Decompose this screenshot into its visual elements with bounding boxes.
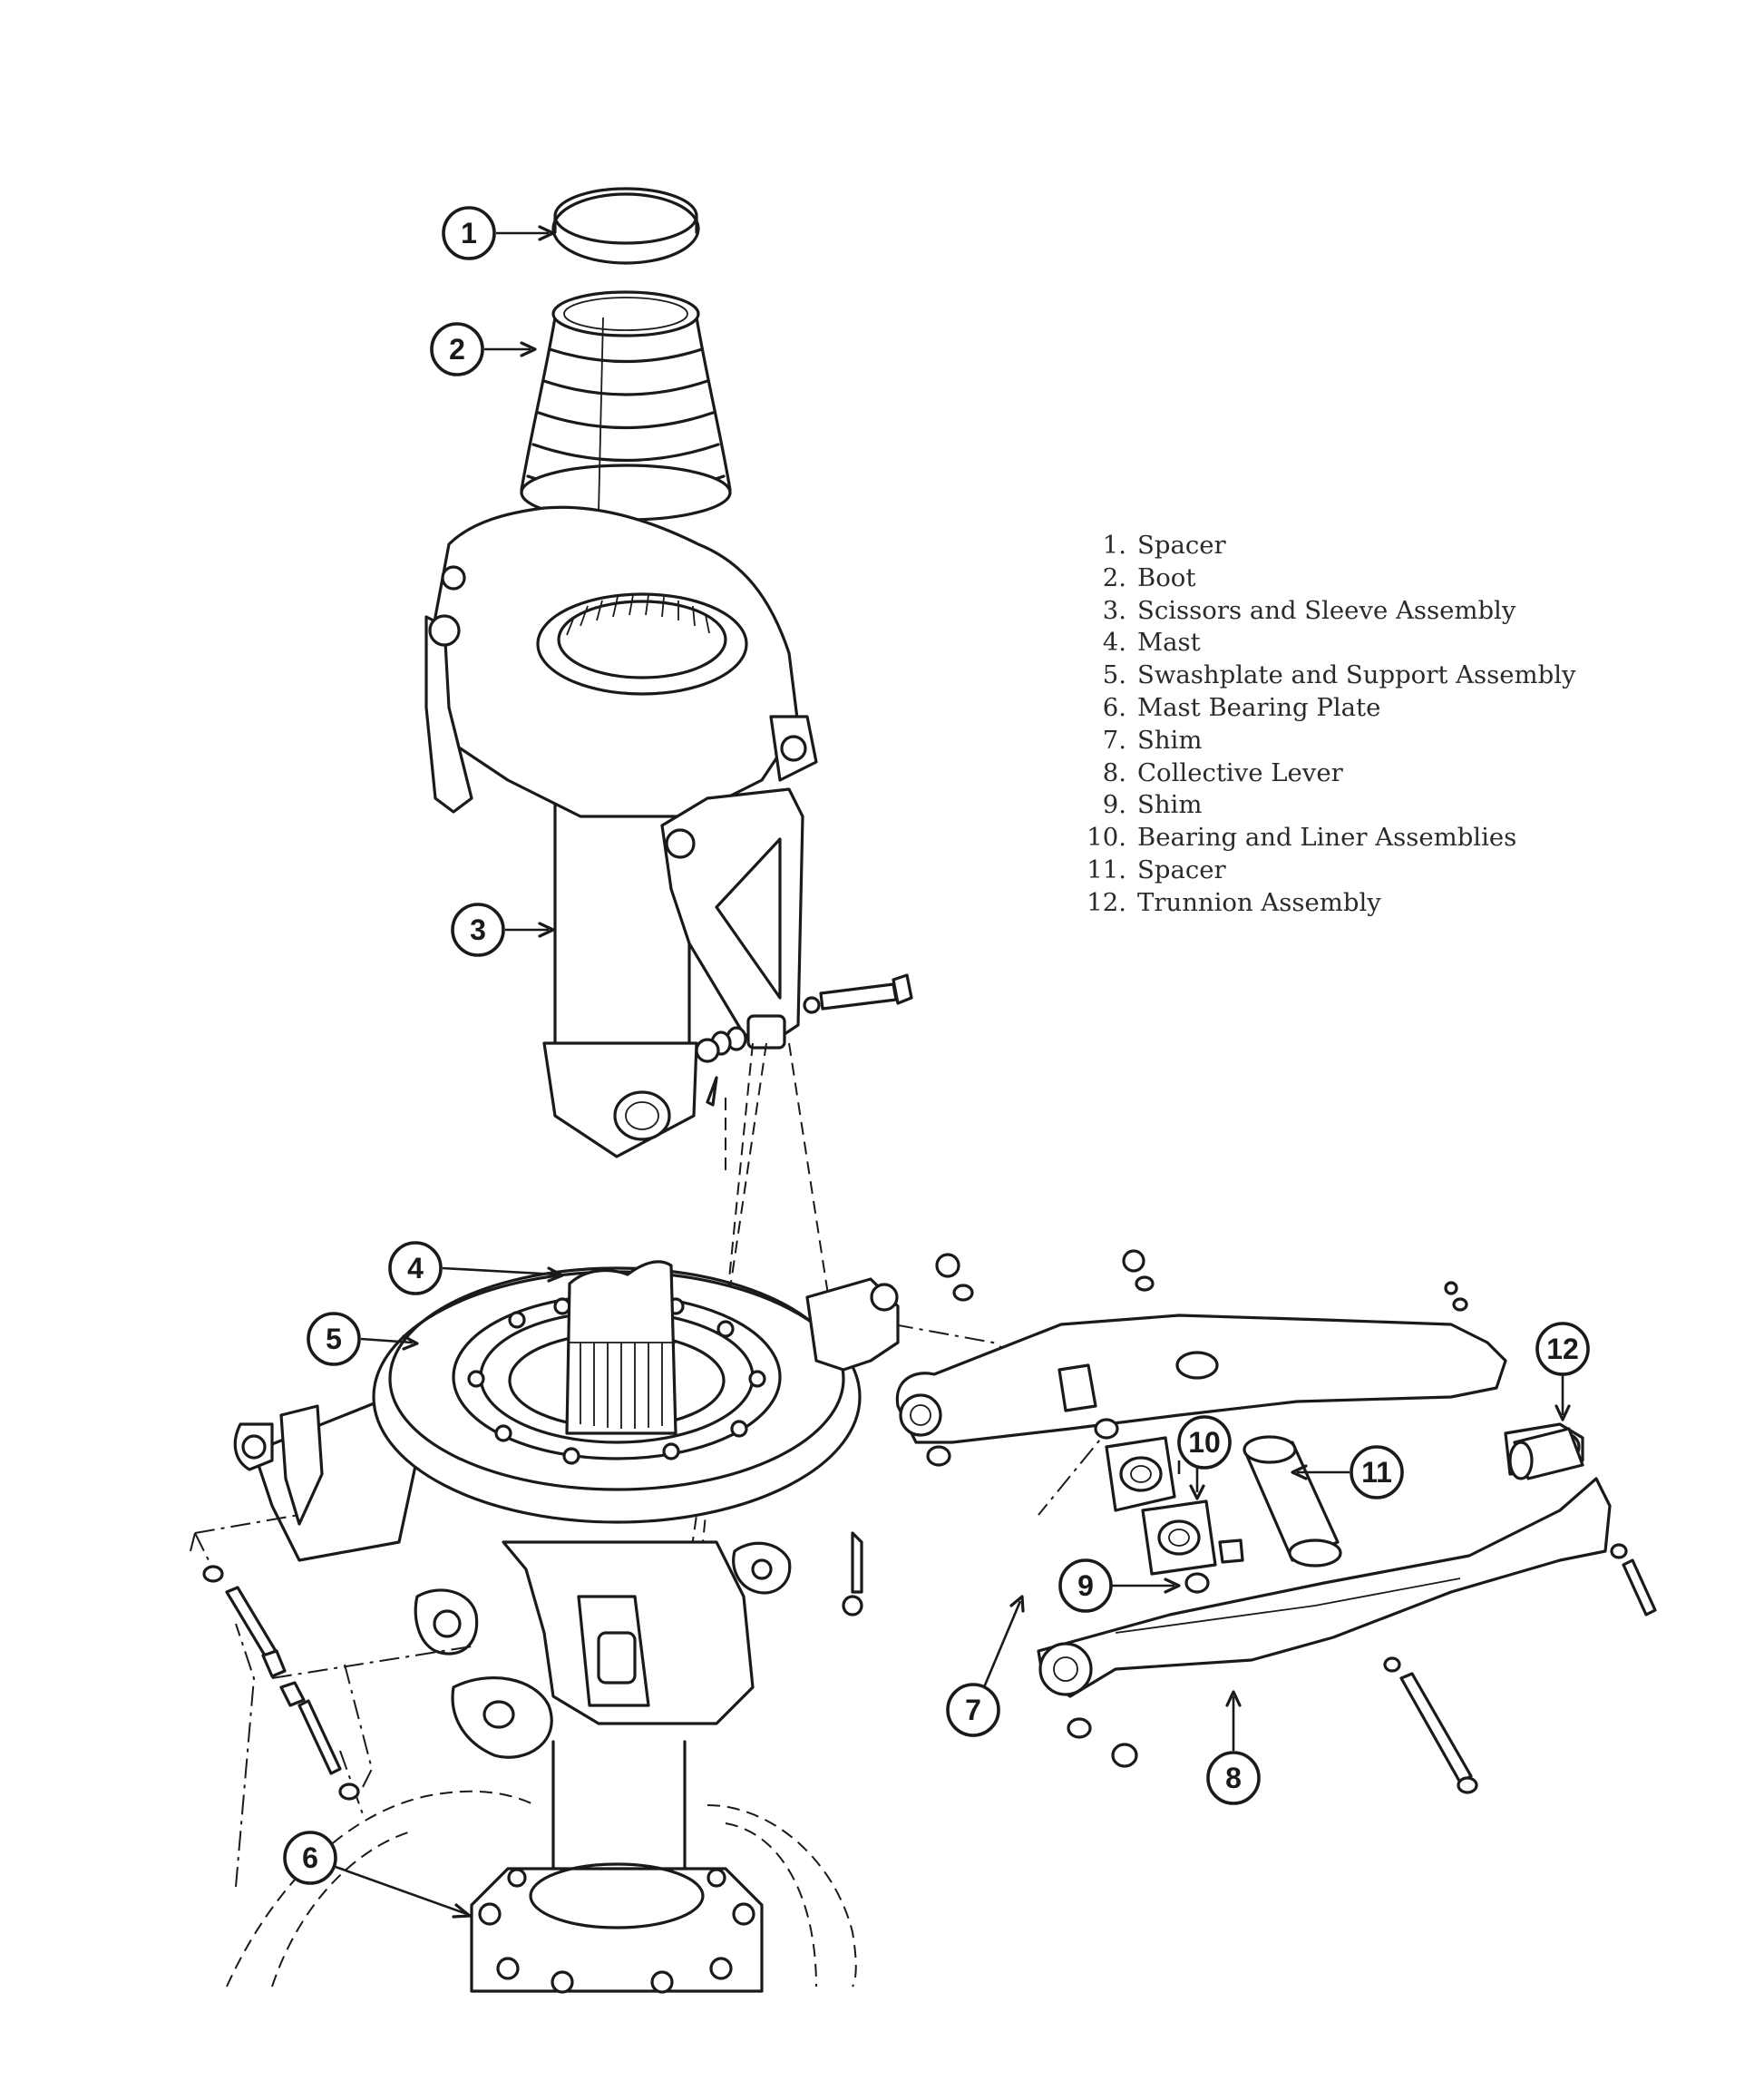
trunnion-assembly [1508, 1427, 1584, 1480]
mast-bearing-plate [226, 1790, 857, 1994]
svg-text:10: 10 [1188, 1426, 1221, 1459]
callout-4: 4 [388, 1241, 564, 1295]
collective-lever [842, 1249, 1657, 1794]
scissors-sleeve-assembly [424, 505, 913, 1158]
parts-legend: 1.Spacer 2.Boot 3.Scissors and Sleeve As… [1070, 530, 1576, 920]
legend-item: 5.Swashplate and Support Assembly [1102, 660, 1576, 690]
callout-2: 2 [430, 322, 537, 376]
svg-text:8: 8 [1225, 1762, 1242, 1794]
legend-item: 8.Collective Lever [1102, 757, 1343, 787]
left-hardware-stack [190, 1514, 473, 1888]
svg-text:7: 7 [965, 1694, 981, 1726]
legend-item: 11.Spacer [1087, 855, 1226, 884]
svg-text:2: 2 [449, 333, 465, 366]
legend-item: 6.Mast Bearing Plate [1102, 692, 1381, 722]
legend-item: 12.Trunnion Assembly [1087, 887, 1381, 917]
spacer-tube [1243, 1435, 1342, 1568]
legend-item: 2.Boot [1102, 562, 1196, 592]
callout-10: 10 [1177, 1415, 1232, 1500]
callout-9: 9 [1058, 1558, 1181, 1613]
legend-item: 3.Scissors and Sleeve Assembly [1102, 595, 1516, 625]
svg-text:6: 6 [302, 1841, 318, 1874]
callout-11: 11 [1291, 1445, 1404, 1499]
svg-text:1: 1 [461, 217, 477, 249]
legend-item: 10.Bearing and Liner Assemblies [1087, 823, 1517, 853]
svg-text:4: 4 [407, 1252, 424, 1284]
svg-text:9: 9 [1077, 1569, 1094, 1602]
bearing-liner-assemblies [1105, 1436, 1244, 1594]
boot-bellows [520, 290, 732, 522]
svg-text:12: 12 [1546, 1333, 1579, 1365]
svg-text:3: 3 [470, 913, 486, 946]
callout-6: 6 [283, 1831, 472, 1919]
legend-item: 7.Shim [1102, 725, 1203, 755]
callout-5: 5 [307, 1312, 419, 1366]
legend-item: 4.Mast [1102, 628, 1201, 658]
callout-7: 7 [946, 1595, 1025, 1737]
callout-8: 8 [1206, 1690, 1261, 1805]
callout-1: 1 [442, 206, 555, 260]
svg-text:11: 11 [1361, 1456, 1392, 1489]
spacer-ring [551, 187, 700, 265]
callout-12: 12 [1535, 1322, 1590, 1421]
legend-item: 9.Shim [1102, 790, 1203, 820]
svg-text:5: 5 [326, 1323, 342, 1355]
legend-item: 1.Spacer [1102, 531, 1226, 560]
callout-3: 3 [451, 903, 555, 957]
